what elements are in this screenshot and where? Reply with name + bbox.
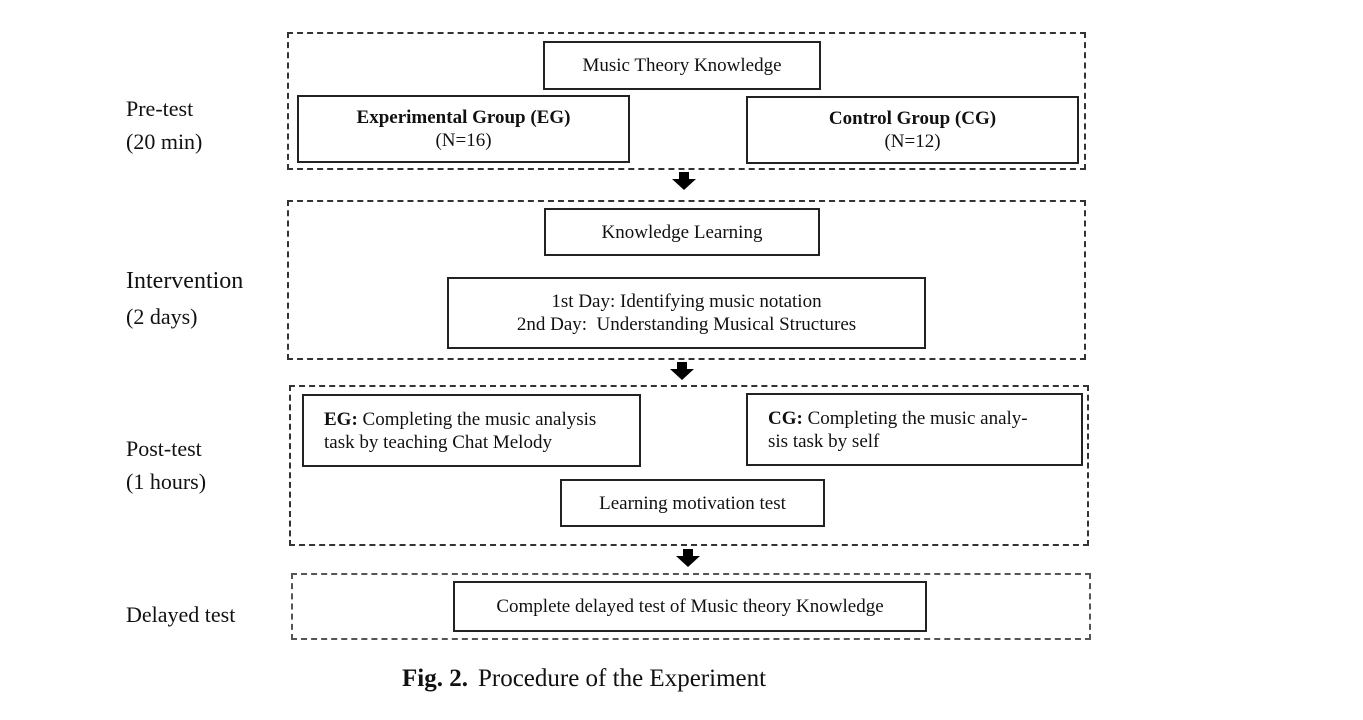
stage-duration: (2 days): [126, 304, 198, 329]
eg-posttest-text1: Completing the music analysis: [357, 408, 597, 430]
cg-posttest-text1: Completing the music analy-: [802, 407, 1028, 429]
intervention-topic: Knowledge Learning: [601, 221, 763, 243]
delayed-task-box: Complete delayed test of Music theory Kn…: [453, 581, 927, 632]
pretest-topic: Music Theory Knowledge: [582, 55, 782, 76]
pretest-section: [287, 32, 1086, 170]
cg-posttest-text2: sis task by self: [768, 430, 880, 452]
stage-duration: (20 min): [126, 129, 203, 154]
down-arrow-icon: [670, 362, 694, 380]
motivation-test: Learning motivation test: [599, 492, 786, 514]
intervention-day2: 2nd Day: Understanding Musical Structure…: [516, 314, 857, 335]
figure-title: Procedure of the Experiment: [477, 665, 767, 692]
stage-label-intervention: Intervention (2 days): [126, 264, 243, 334]
cg-group-title: Control Group (CG): [828, 108, 997, 129]
eg-posttest-text2: task by teaching Chat Melody: [324, 431, 552, 453]
cg-posttest-line1: CG: Completing the music analy-: [768, 407, 1028, 430]
posttest-section: [289, 385, 1089, 546]
down-arrow-icon: [672, 172, 696, 190]
cg-group-box: Control Group (CG) (N=12): [746, 96, 1079, 164]
stage-name: Intervention: [126, 268, 244, 294]
eg-posttest-line1: EG: Completing the music analysis: [324, 408, 596, 431]
stage-label-delayed: Delayed test: [126, 598, 235, 631]
intervention-day1: 1st Day: Identifying music notation: [551, 291, 822, 312]
intervention-days-box: 1st Day: Identifying music notation 2nd …: [447, 277, 926, 349]
stage-name: Delayed test: [126, 602, 236, 627]
cg-group-n: (N=12): [884, 131, 941, 152]
eg-posttest-box: EG: Completing the music analysis task b…: [302, 394, 641, 467]
cg-posttest-box: CG: Completing the music analy- sis task…: [746, 393, 1083, 466]
eg-group-box: Experimental Group (EG) (N=16): [297, 95, 630, 163]
down-arrow-icon: [676, 549, 700, 567]
cg-posttest-label: CG:: [768, 407, 803, 429]
motivation-test-box: Learning motivation test: [560, 479, 825, 527]
stage-label-pretest: Pre-test (20 min): [126, 92, 202, 158]
pretest-topic-box: Music Theory Knowledge: [543, 41, 821, 90]
intervention-section: [287, 200, 1086, 360]
eg-posttest-label: EG:: [324, 408, 358, 430]
eg-group-n: (N=16): [435, 130, 492, 151]
delayed-task: Complete delayed test of Music theory Kn…: [496, 596, 884, 617]
intervention-topic-box: Knowledge Learning: [544, 208, 820, 256]
delayed-section: [291, 573, 1091, 640]
eg-group-title: Experimental Group (EG): [356, 107, 571, 128]
stage-duration: (1 hours): [126, 469, 207, 494]
figure-number: Fig. 2.: [402, 665, 468, 692]
stage-name: Post-test: [126, 436, 202, 461]
figure-caption: Fig. 2. Procedure of the Experiment: [402, 662, 766, 696]
stage-name: Pre-test: [126, 96, 194, 121]
stage-label-posttest: Post-test (1 hours): [126, 432, 206, 498]
